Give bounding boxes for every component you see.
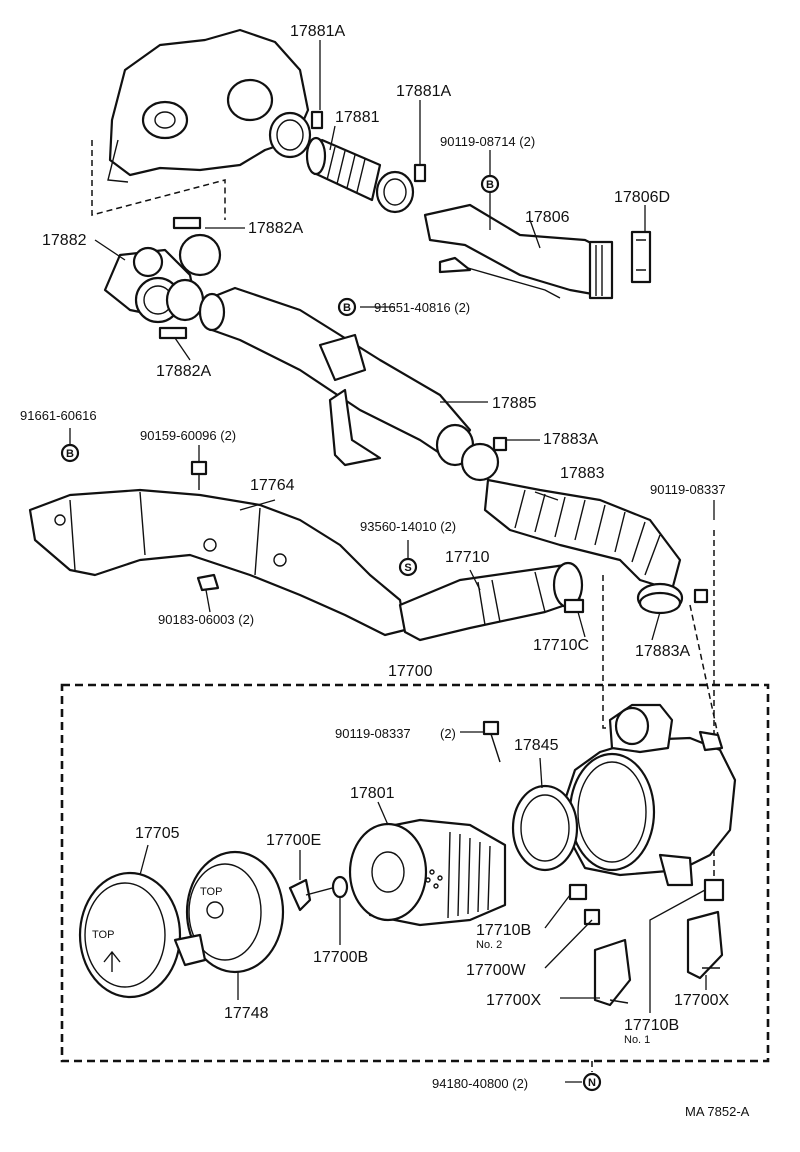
- label-90119-08337-mid-qty: (2): [440, 726, 456, 741]
- label-17883a-bottom: 17883A: [635, 643, 690, 660]
- label-17700e: 17700E: [266, 832, 321, 849]
- clamp-17883a-lower: [638, 591, 682, 615]
- label-17700x-left: 17700X: [486, 992, 541, 1009]
- label-17700x-right: 17700X: [674, 992, 729, 1009]
- cover-top-marking: TOP: [92, 929, 114, 941]
- filter-element-17801: [348, 818, 507, 927]
- label-17764: 17764: [250, 477, 295, 494]
- duct-17806: [423, 203, 614, 300]
- label-17710b-no2: 17710B: [476, 922, 531, 939]
- label-93560-14010: 93560-14010 (2): [360, 519, 456, 534]
- marker-b-91651-40816: B: [337, 297, 357, 317]
- label-91651-40816: 91651-40816 (2): [374, 300, 470, 315]
- svg-text:N: N: [588, 1077, 596, 1089]
- assembly-17700-boundary: [60, 683, 770, 1063]
- figure-code: MA 7852-A: [685, 1104, 750, 1119]
- label-17700: 17700: [388, 663, 433, 680]
- label-91661-60616: 91661-60616: [20, 408, 97, 423]
- label-17748: 17748: [224, 1005, 269, 1022]
- label-17806d: 17806D: [614, 189, 670, 206]
- label-17705: 17705: [135, 825, 180, 842]
- washer-17700b: [331, 875, 349, 899]
- label-17881: 17881: [335, 109, 380, 126]
- washer-17700w: [583, 908, 601, 926]
- label-17882a-bottom: 17882A: [156, 363, 211, 380]
- sleeve-17710b-no2: [568, 883, 588, 901]
- cover-17705: [78, 871, 207, 999]
- label-17801: 17801: [350, 785, 395, 802]
- bracket-17700x-right: [686, 910, 724, 980]
- label-17806: 17806: [525, 209, 570, 226]
- marker-s-93560-14010: S: [398, 557, 418, 577]
- cap-17748: [185, 850, 285, 974]
- label-90119-08337-mid: 90119-08337: [335, 726, 411, 741]
- clamp-17710c: [563, 598, 585, 614]
- clamp-17881a-right: [375, 163, 427, 214]
- clamp-17806d: [630, 230, 652, 284]
- bracket-17700x-left: [593, 938, 632, 1007]
- label-90183-06003: 90183-06003 (2): [158, 612, 254, 627]
- clamp-17882a-upper: [172, 216, 222, 277]
- label-17710b-no2-sub: No. 2: [476, 939, 502, 951]
- svg-text:B: B: [343, 302, 351, 314]
- label-17700w: 17700W: [466, 962, 526, 979]
- label-17885: 17885: [492, 395, 537, 412]
- pipe-17885: [198, 286, 475, 467]
- turbo-alignment-line: [91, 140, 226, 220]
- label-17710b-no1-sub: No. 1: [624, 1034, 650, 1046]
- hose-17881: [305, 136, 382, 202]
- label-17882: 17882: [42, 232, 87, 249]
- label-90119-08714: 90119-08714 (2): [440, 134, 535, 149]
- assembly-alignment-line-left: [602, 575, 625, 729]
- clamp-17881a-left: [268, 110, 324, 159]
- svg-text:B: B: [486, 179, 494, 191]
- cap-top-marking: TOP: [200, 886, 222, 898]
- label-17881a-right: 17881A: [396, 83, 451, 100]
- marker-n-94180-40800: N: [582, 1072, 602, 1092]
- clip-90183-06003: [196, 573, 220, 592]
- air-cleaner-case: [563, 703, 737, 887]
- hose-17710: [398, 561, 584, 642]
- sleeve-17710b-no1: [703, 878, 725, 902]
- label-17700b: 17700B: [313, 949, 368, 966]
- label-17881a-top: 17881A: [290, 23, 345, 40]
- heat-shield-17764: [28, 488, 407, 637]
- turbocharger-outline: [107, 28, 310, 183]
- svg-text:S: S: [404, 562, 411, 574]
- svg-text:B: B: [66, 448, 74, 460]
- label-17882a-top: 17882A: [248, 220, 303, 237]
- label-90119-08337-top: 90119-08337: [650, 482, 726, 497]
- label-94180-40800: 94180-40800 (2): [432, 1076, 528, 1091]
- label-17710c: 17710C: [533, 637, 589, 654]
- clamp-17882a-lower: [158, 278, 205, 340]
- marker-b-91661-60616: B: [60, 443, 80, 463]
- bolt-90119-08337-mid: [482, 720, 501, 763]
- label-17710: 17710: [445, 549, 490, 566]
- label-90159-60096: 90159-60096 (2): [140, 428, 236, 443]
- gasket-17845: [511, 784, 579, 872]
- wing-nut-17700e: [288, 878, 337, 912]
- label-17883a-top: 17883A: [543, 431, 598, 448]
- label-17883: 17883: [560, 465, 605, 482]
- label-17710b-no1: 17710B: [624, 1017, 679, 1034]
- marker-b-90119-08714: B: [480, 174, 500, 194]
- label-17845: 17845: [514, 737, 559, 754]
- bolt-90159-60096: [190, 460, 208, 490]
